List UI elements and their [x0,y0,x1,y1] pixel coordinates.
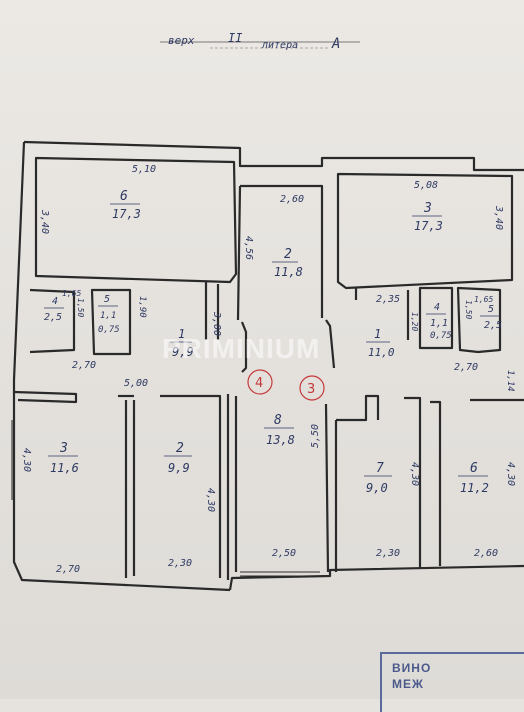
walls [12,140,524,592]
room-4-left-number: 4 [52,296,58,307]
circle-marker-4-label: 4 [255,376,263,391]
dim-label: 2,70 [454,362,478,373]
room-7-right-walls [404,396,422,568]
outer-wall-left [12,141,231,592]
stamp-line-1: ВИНО [392,661,432,675]
dim-label: 2,60 [280,194,304,205]
dim-label: 3,40 [39,209,50,234]
dim-label: 1,65 [474,295,493,304]
room-1-right-area: 11,0 [368,346,395,359]
room-7-area: 9,0 [366,481,388,495]
room-7-number: 7 [376,461,384,476]
dim-label: 1,50 [76,298,85,317]
room-2-left-wall [236,185,242,321]
dim-label: 5,10 [132,164,156,175]
dim-label: 2,30 [376,548,400,559]
room-1-right-number: 1 [374,327,381,341]
room-2-top-area: 11,8 [274,265,303,279]
dim-label: 0,75 [430,331,452,341]
watermark: PRIMINIUM [162,333,321,364]
room-1-left-number: 1 [178,327,185,341]
floor-number: II [228,31,242,45]
room-5-right-number: 5 [488,304,494,315]
letter: А [331,36,340,52]
letter-prefix: литера [261,40,298,51]
room-3-top-area: 17,3 [414,219,443,233]
room-6-top-number: 6 [120,189,128,204]
dim-label: 3,40 [493,205,504,230]
dim-label: 2,70 [72,360,96,371]
room-2-bottom-number: 2 [176,441,184,456]
dim-label: 2,35 [376,294,400,305]
room-6-bottom-left-wall [430,400,442,566]
outer-wall-top [23,140,524,172]
dim-label: 4,30 [205,488,216,512]
circle-marker-3 [299,375,325,401]
dim-label: 4,56 [243,236,254,260]
stamp-line-2: МЕЖ [392,677,424,691]
outer-wall-bottom [228,564,524,591]
room-3-top-number: 3 [423,201,432,216]
dim-label: 1,14 [505,370,515,392]
room-3-top-walls [336,172,514,290]
dim-label: 4,30 [505,462,516,486]
central-stub-right [325,319,336,369]
room-2-bottom-area: 9,9 [168,461,190,475]
room-1-left-area: 9,9 [172,345,194,359]
dim-label: 4,30 [409,462,420,486]
room-2-top-walls [240,184,324,318]
dim-label: 5,00 [124,378,148,389]
dim-label: 4,30 [21,448,32,472]
room-8-right-wall [324,403,330,573]
dim-label: 1,20 [410,312,419,331]
dim-label: 2,70 [56,564,80,575]
dim-label: 5,08 [414,180,438,191]
room-6-top-walls [34,156,238,284]
room-5-left-area: 1,1 [100,311,116,321]
dim-label: 3,00 [211,311,222,336]
room-7-top-stub [336,394,380,422]
circled-markers: 4 3 [247,369,325,401]
room-6-bottom-number: 6 [470,461,478,476]
room-3-bottom-number: 3 [59,441,68,456]
room-3-bottom-area: 11,6 [50,461,79,475]
room-4-left-area: 2,5 [44,312,62,323]
circle-marker-3-label: 3 [307,382,315,397]
room-8-number: 8 [274,413,282,428]
room-5-left-number: 5 [104,294,110,305]
dim-label: 2,30 [168,558,192,569]
dim-label: 1,65 [62,289,81,298]
circle-marker-4 [247,369,273,395]
room-6-top-area: 17,3 [112,207,141,221]
stamp: ВИНО МЕЖ [380,652,524,712]
room-8-area: 13,8 [266,433,295,447]
windows [11,420,320,577]
room-4-right-walls [418,286,454,350]
dim-label: 1,90 [137,296,147,318]
room-2-bottom-walls [160,394,222,578]
floor-prefix: верх [168,34,195,47]
dim-label: 1,50 [464,300,473,319]
room-4-right-number: 4 [434,302,440,313]
dimension-labels: 5,10 3,40 2,60 4,56 5,08 3,40 1,65 1,50 … [21,164,516,575]
dim-label: 5,50 [310,424,321,448]
room-2-top-number: 2 [284,247,292,262]
dim-label: 0,75 [98,325,120,335]
central-stub-left [240,321,248,373]
room-3-bottom-top-wall [13,390,78,404]
dim-label: 2,50 [272,548,296,559]
room-4-left-walls [29,288,76,354]
room-5-left-walls [90,288,132,356]
dim-label: 2,60 [474,548,498,559]
room-6-bottom-area: 11,2 [460,481,489,495]
room-4-right-area: 1,1 [430,318,448,329]
room-labels: 6 17,3 2 11,8 3 17,3 4 2,5 5 1,1 1 9,9 1… [44,189,502,495]
room-5-right-walls [456,286,502,354]
room-5-right-area: 2,5 [484,320,502,331]
